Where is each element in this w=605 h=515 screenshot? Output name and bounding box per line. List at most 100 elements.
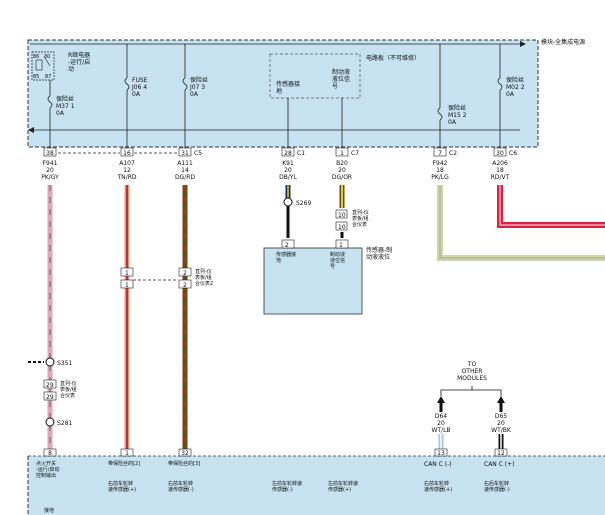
svg-text:D65: D65 — [495, 413, 507, 420]
wire-label-f942: F942 — [433, 160, 448, 167]
module-right-label: 模块-全集成电源 — [541, 38, 585, 46]
svg-text:38: 38 — [46, 150, 54, 157]
svg-text:S351: S351 — [57, 360, 72, 367]
svg-text:制动液液位信号: 制动液液位信号 — [330, 251, 345, 270]
bottom-pin-1: 1 — [120, 448, 134, 457]
svg-text:C5: C5 — [194, 150, 202, 157]
svg-text:直列-仪表板/组合仪表: 直列-仪表板/组合仪表 — [352, 209, 369, 228]
wire-label-f941: 20 — [46, 167, 54, 174]
svg-text:S281: S281 — [57, 420, 72, 427]
module-pin-1: 1 C7 — [335, 147, 359, 157]
module-pin-28: 28 C1 — [281, 147, 305, 157]
wire-label-k91: K91 — [282, 160, 294, 167]
bottom-labels: 点火开关-运行/启动控制输出 带保险丝的[2] 带保险丝的[3] CAN C (… — [36, 460, 515, 514]
svg-text:C7: C7 — [351, 150, 359, 157]
svg-text:20: 20 — [497, 420, 505, 427]
svg-text:右前车轮转速传感器(+): 右前车轮转速传感器(+) — [108, 480, 136, 493]
svg-text:WT/LB: WT/LB — [431, 427, 450, 434]
wire-f942 — [437, 185, 605, 261]
bottom-pin-12: 12 — [494, 448, 508, 457]
wire-label-a107: TN/RD — [117, 174, 137, 181]
svg-text:1: 1 — [125, 450, 129, 457]
wire-label-a111: DG/RD — [175, 174, 195, 181]
circuit-board: 电路板（不可维修） 传感器接地 制动液液位信号 — [269, 53, 420, 148]
svg-text:CAN C (+): CAN C (+) — [484, 461, 515, 468]
wire-label-a206: A206 — [492, 160, 508, 167]
svg-text:右前车轮转速传感器(+): 右前车轮转速传感器(+) — [424, 480, 452, 493]
module-pin-31: 31 C5 — [178, 147, 202, 157]
wire-label-f942: PK/LG — [431, 174, 449, 181]
svg-text:带保险丝的[2]: 带保险丝的[2] — [108, 460, 140, 467]
relay: 86 30 85 87 R继电器-运行/启动 — [31, 51, 90, 81]
svg-text:D64: D64 — [435, 413, 447, 420]
svg-text:C1: C1 — [297, 150, 305, 157]
svg-text:1: 1 — [339, 242, 343, 249]
svg-text:1: 1 — [125, 270, 129, 277]
wire-label-f941: PK/GY — [41, 174, 59, 181]
module-pin-38: 38 — [43, 147, 57, 157]
wire-label-f941: F941 — [43, 160, 58, 167]
svg-text:29: 29 — [46, 382, 54, 389]
wire-label-a107: A107 — [119, 160, 135, 167]
svg-text:13: 13 — [437, 450, 445, 457]
svg-text:电路板（不可维修）: 电路板（不可维修） — [366, 54, 420, 62]
svg-text:C2: C2 — [449, 150, 457, 157]
svg-text:28: 28 — [284, 150, 292, 157]
splice-s351: S351 — [28, 357, 72, 367]
splice-s269: S269 — [283, 197, 311, 207]
wire-label-b20: DG/OR — [332, 174, 352, 181]
wire-label-k91: 20 — [284, 167, 292, 174]
svg-text:直列-仪表板/组合仪表: 直列-仪表板/组合仪表 — [60, 380, 77, 399]
svg-text:30: 30 — [44, 54, 50, 60]
svg-text:右后车轮转速传感器(-): 右后车轮转速传感器(-) — [484, 480, 510, 493]
svg-text:16: 16 — [123, 150, 131, 157]
svg-text:2: 2 — [285, 242, 289, 249]
wire-labels: F94120PK/GYA10712TN/RDA11114DG/RDK9120DB… — [41, 160, 509, 181]
wire-d65: D65 20 WT/BK — [491, 403, 512, 450]
svg-text:左前车轮转速传感器(+): 左前车轮转速传感器(+) — [328, 480, 358, 493]
svg-text:1: 1 — [340, 150, 344, 157]
inline-connector-1: 1 1 — [120, 267, 134, 289]
svg-text:制动液液位信号: 制动液液位信号 — [332, 68, 350, 90]
wire-label-b20: 20 — [338, 167, 346, 174]
svg-text:左前车轮转速传感器(-): 左前车轮转速传感器(-) — [272, 480, 302, 493]
svg-text:C6: C6 — [509, 150, 517, 157]
svg-text:S269: S269 — [296, 200, 311, 207]
svg-text:CAN C (-): CAN C (-) — [424, 461, 452, 468]
svg-text:32: 32 — [181, 450, 189, 457]
wire-label-a107: 12 — [123, 167, 131, 174]
bottom-pin-13: 13 — [434, 448, 448, 457]
wire-label-f942: 18 — [436, 167, 444, 174]
svg-text:WT/BK: WT/BK — [491, 427, 512, 434]
module-pin-16: 16 — [120, 147, 134, 157]
relay-label: R继电器-运行/启动 — [68, 51, 90, 73]
wire-label-a206: 18 — [496, 167, 504, 174]
wire-label-b20: B20 — [336, 160, 348, 167]
svg-text:右前车轮转速传感器(-): 右前车轮转速传感器(-) — [168, 480, 194, 493]
bottom-pin-8: 8 — [43, 448, 57, 457]
svg-text:31: 31 — [181, 150, 189, 157]
wire-label-a111: A111 — [177, 160, 193, 167]
svg-text:12: 12 — [497, 450, 505, 457]
svg-text:87: 87 — [45, 74, 51, 80]
wire-label-a111: 14 — [181, 167, 189, 174]
bottom-pin-32: 32 — [178, 448, 192, 457]
wire-d64: D64 20 WT/LB — [431, 403, 451, 450]
svg-text:10: 10 — [338, 212, 346, 219]
svg-text:2: 2 — [183, 270, 187, 277]
svg-text:传感器-制动液液位: 传感器-制动液液位 — [366, 246, 392, 261]
